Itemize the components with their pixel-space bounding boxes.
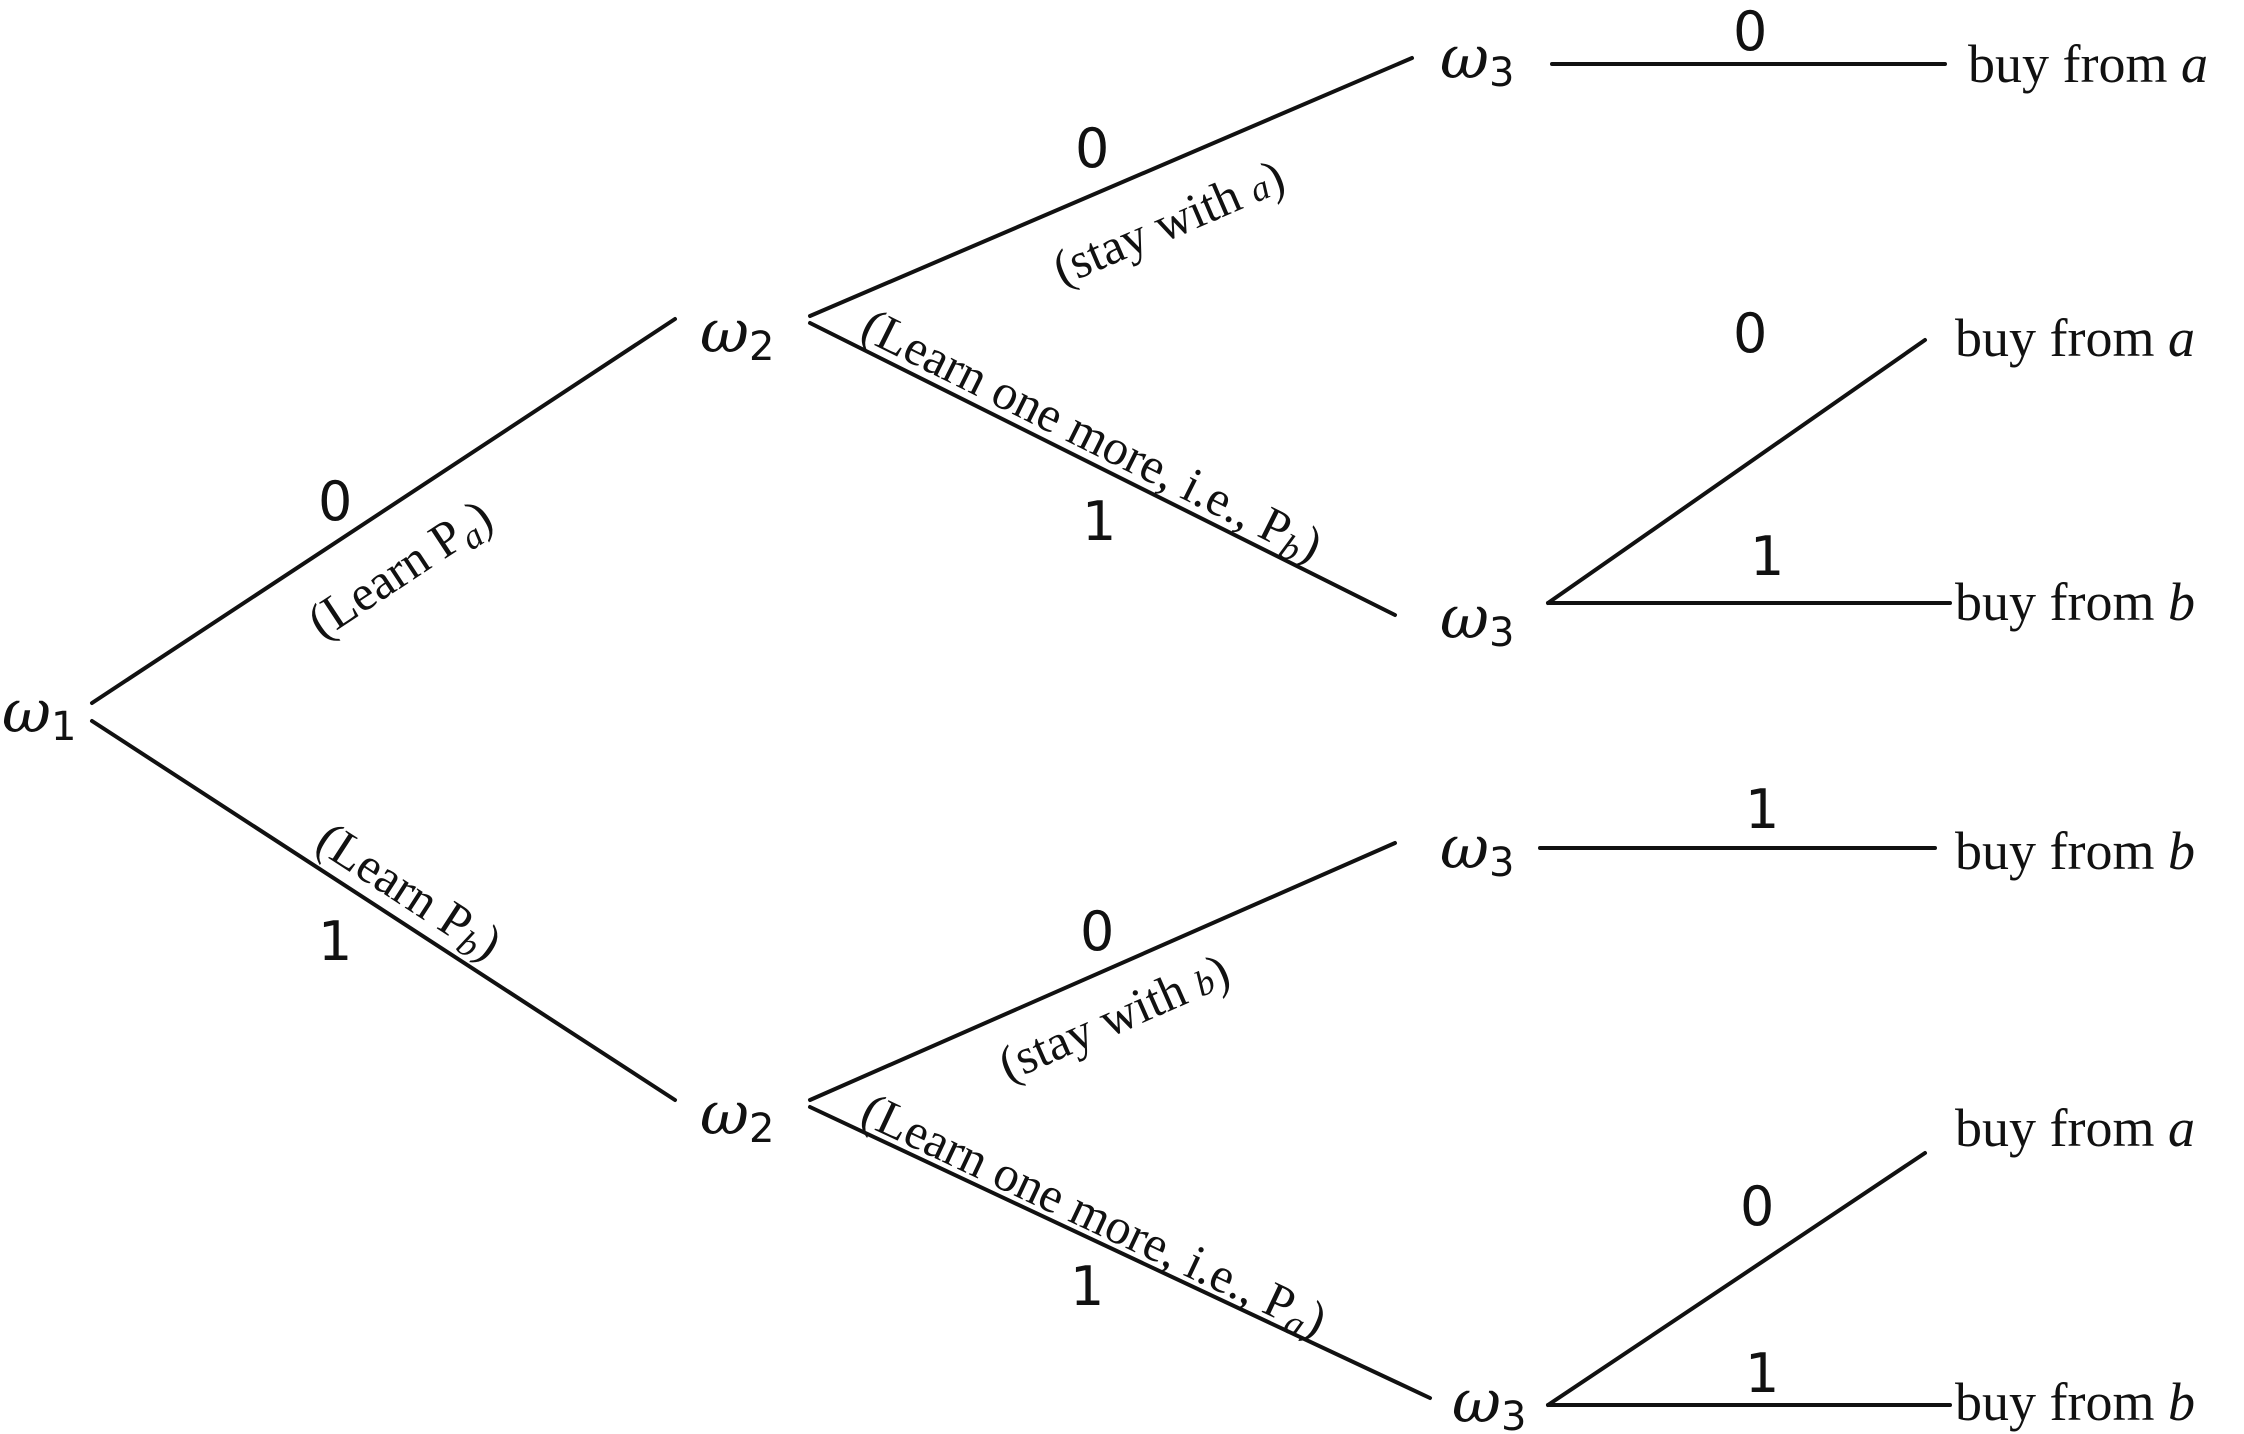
edge-digit-leaf-3: 1 — [1750, 525, 1784, 588]
outcome-4: buy from b — [1955, 821, 2195, 881]
node-root: ω1 — [2, 677, 76, 750]
edge-digit-leaf-1: 0 — [1733, 0, 1767, 63]
edge-digit-lower-learn: 1 — [1070, 1255, 1104, 1318]
node-lower-learn: ω3 — [1452, 1367, 1526, 1434]
node-lower-stay: ω3 — [1440, 813, 1514, 886]
edge-digit-leaf-2: 0 — [1733, 302, 1767, 365]
edge-root-upper — [90, 317, 677, 705]
edge-digit-root-upper: 0 — [318, 470, 352, 533]
outcome-5: buy from a — [1955, 1098, 2195, 1158]
edge-digit-root-lower: 1 — [318, 910, 352, 973]
edge-leaf-2 — [1546, 338, 1927, 605]
edge-digit-upper-learn: 1 — [1082, 490, 1116, 553]
outcome-2: buy from a — [1955, 308, 2195, 368]
node-upper-learn: ω3 — [1440, 583, 1514, 656]
edge-root-lower — [90, 719, 677, 1102]
outcome-3: buy from b — [1955, 572, 2195, 632]
edge-upper-learn — [808, 321, 1397, 617]
edge-digit-leaf-4: 1 — [1745, 778, 1779, 841]
edge-leaf-5 — [1546, 1151, 1927, 1407]
node-upper-stay: ω3 — [1440, 23, 1514, 96]
outcome-6: buy from b — [1955, 1372, 2195, 1432]
edge-digit-lower-stay: 0 — [1080, 900, 1114, 963]
edge-digit-leaf-5: 0 — [1740, 1175, 1774, 1238]
edge-lower-learn — [808, 1105, 1432, 1400]
edge-upper-stay — [808, 56, 1414, 318]
node-lower: ω2 — [700, 1079, 774, 1152]
node-upper: ω2 — [700, 297, 774, 370]
edge-digit-upper-stay: 0 — [1075, 117, 1109, 180]
edge-digit-leaf-6: 1 — [1745, 1342, 1779, 1405]
outcome-1: buy from a — [1968, 34, 2208, 94]
edge-lower-stay — [808, 841, 1397, 1102]
